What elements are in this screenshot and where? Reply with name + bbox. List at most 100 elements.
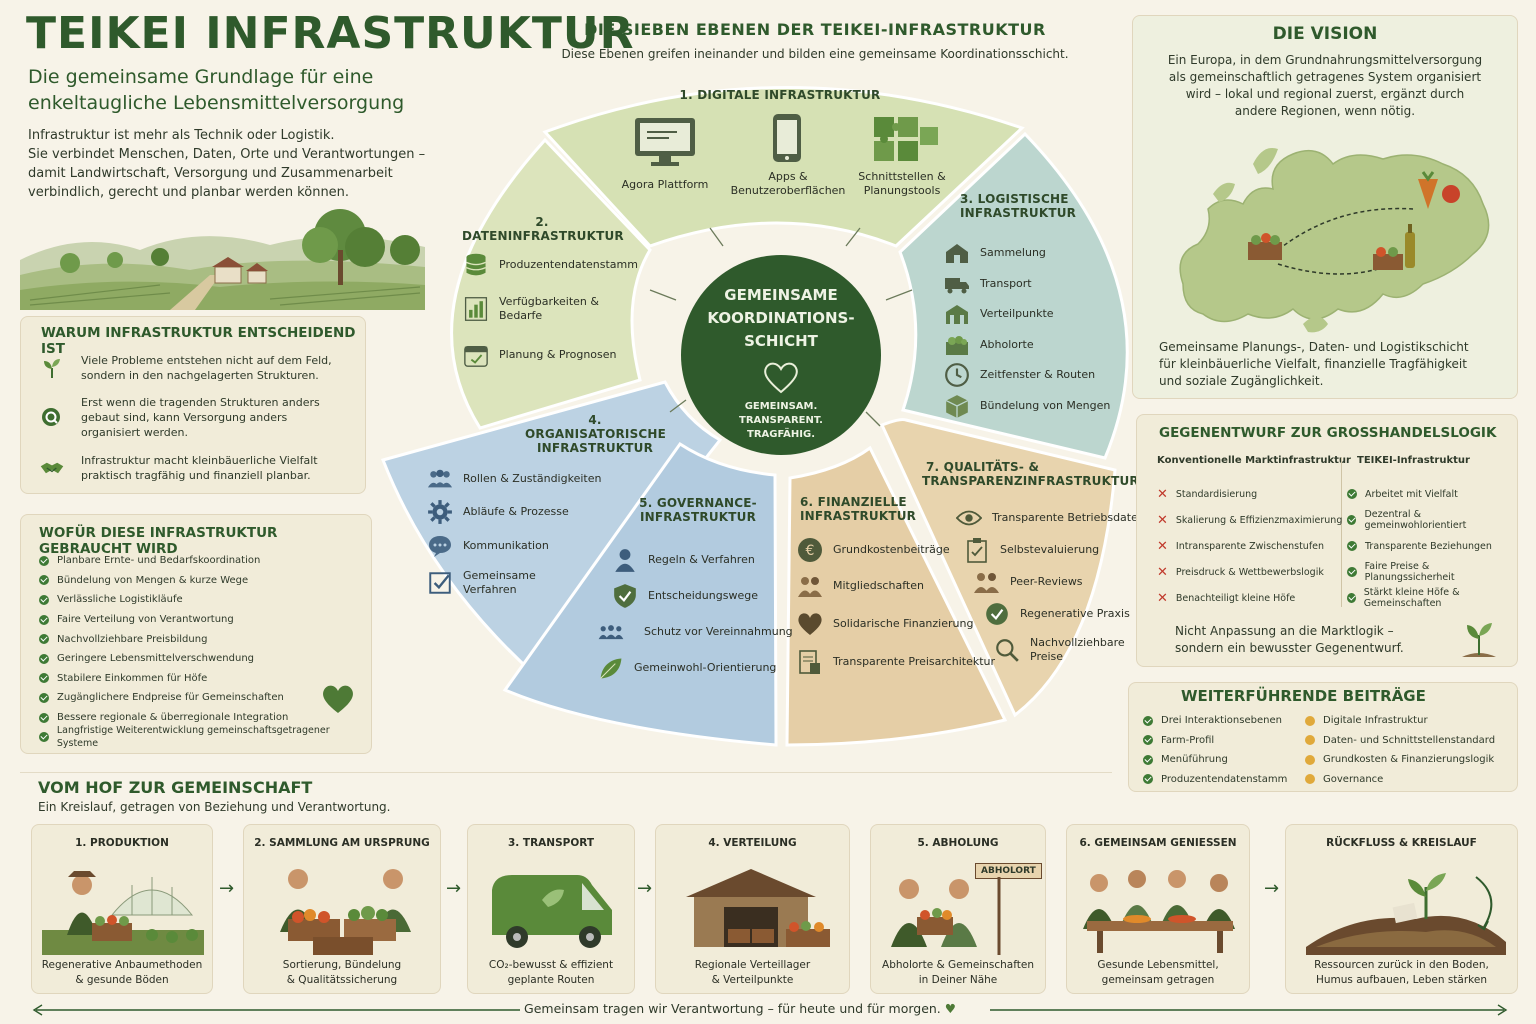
level-item-label: Verfügbarkeiten &Bedarfe	[499, 295, 599, 323]
x-icon: ✕	[1157, 538, 1168, 554]
why-text: gebaut sind, kann Versorgung anders	[81, 411, 288, 424]
uses-item: Geringere Lebensmittelverschwendung	[39, 649, 369, 669]
level-item-label: Verteilpunkte	[980, 307, 1054, 321]
shield-icon	[614, 584, 636, 608]
further-link[interactable]: Menüführung	[1143, 750, 1287, 770]
uses-panel: WOFÜR DIESE INFRASTRUKTUR GEBRAUCHT WIRD…	[20, 514, 372, 754]
further-link-label: Drei Interaktionsebenen	[1161, 715, 1282, 727]
flow-step-title: 6. GEMEINSAM GENIESSEN	[1079, 837, 1237, 849]
level-item: Bündelung von Mengen	[944, 391, 1110, 422]
europe-map	[1179, 148, 1490, 333]
caption-line: Regenerative Anbaumethoden	[41, 959, 203, 971]
flow-step-caption: Gesunde Lebensmittel,gemeinsam getragen	[1067, 958, 1249, 988]
flow-subtitle: Ein Kreislauf, getragen von Beziehung un…	[38, 800, 391, 814]
level-item: Kommunikation	[427, 529, 601, 563]
further-link-label: Digitale Infrastruktur	[1323, 715, 1428, 727]
check-icon	[39, 594, 49, 605]
further-link[interactable]: Daten- und Schnittstellenstandard	[1305, 731, 1495, 751]
check-icon	[39, 653, 49, 664]
group-icon	[598, 625, 624, 640]
level-item: Entscheidungswege	[612, 578, 793, 614]
caption-line: Humus aufbauen, Leben stärken	[1316, 974, 1487, 986]
counter-right-item: Stärkt kleine Höfe & Gemeinschaften	[1347, 585, 1517, 611]
check-icon	[39, 673, 49, 684]
level-title: 3. LOGISTISCHE INFRASTRUKTUR	[960, 192, 1110, 220]
clipboard-icon	[967, 538, 987, 563]
segment-governance	[502, 441, 778, 747]
flow-step: RÜCKFLUSS & KREISLAUF Ressourcen zurück …	[1285, 824, 1518, 994]
financial-list: €Grundkostenbeiträge Mitgliedschaften So…	[797, 532, 995, 680]
vision-bottom-line: für kleinbäuerliche Vielfalt, finanziell…	[1159, 357, 1467, 371]
flow-step-title: 4. VERTEILUNG	[708, 837, 797, 849]
flow-step-caption: Regionale Verteillager& Verteilpunkte	[656, 958, 849, 988]
counter-right-item: Faire Preise & Planungssicherheit	[1347, 559, 1517, 585]
level-item: Verteilpunkte	[944, 299, 1110, 330]
vision-bottom: Gemeinsame Planungs-, Daten- und Logisti…	[1159, 339, 1469, 390]
pickup-sign: ABHOLORT	[975, 863, 1042, 879]
check-icon	[1347, 489, 1357, 499]
quality-list: Transparente Betriebsdaten Selbstevaluie…	[956, 502, 1145, 670]
further-panel: WEITERFÜHRENDE BEITRÄGE Drei Interaktion…	[1128, 682, 1518, 792]
caption-line: Sortierung, Bündelung	[282, 959, 402, 971]
center-line: GEMEINSAME	[724, 286, 838, 304]
uses-item: Nachvollziehbare Preisbildung	[39, 629, 369, 649]
intro-line: verbindlich, gerecht und planbar werden …	[28, 185, 350, 200]
bar-chart-icon	[464, 297, 488, 321]
counter-panel: GEGENENTWURF ZUR GROSSHANDELSLOGIK Konve…	[1136, 414, 1518, 667]
vision-title: DIE VISION	[1272, 24, 1378, 44]
uses-item: Faire Verteilung von Verantwortung	[39, 610, 369, 630]
check-icon	[1143, 715, 1153, 726]
why-item: Viele Probleme entstehen nicht auf dem F…	[39, 353, 332, 383]
segment-logistics	[898, 131, 1129, 460]
vision-panel: DIE VISION Ein Europa, in dem Grundnahru…	[1132, 15, 1518, 399]
level-item-label: Regeln & Verfahren	[648, 553, 755, 566]
why-text: sondern in den nachgelagerten Strukturen…	[81, 369, 319, 382]
magnifier-icon	[996, 639, 1019, 662]
level-title-line: 5. GOVERNANCE-	[639, 496, 757, 510]
page-title: TEIKEI INFRASTRUKTUR	[26, 8, 635, 59]
center-line: SCHICHT	[744, 332, 818, 350]
vision-line: als gemeinschaftlich getragenes System o…	[1168, 70, 1482, 84]
further-link[interactable]: Grundkosten & Finanzierungslogik	[1305, 750, 1495, 770]
counter-right-label: Dezentral & gemeinwohlorientiert	[1364, 509, 1467, 531]
level-item: Abholorte	[944, 330, 1110, 361]
further-link[interactable]: Drei Interaktionsebenen	[1143, 711, 1287, 731]
why-title: WARUM INFRASTRUKTUR ENTSCHEIDEND IST	[41, 325, 356, 357]
x-icon: ✕	[1157, 486, 1168, 502]
counter-title: GEGENENTWURF ZUR GROSSHANDELSLOGIK	[1159, 425, 1497, 441]
level-title-line: INFRASTRUKTUR	[639, 510, 757, 524]
uses-item: Bündelung von Mengen & kurze Wege	[39, 571, 369, 591]
why-item: Erst wenn die tragenden Strukturen ander…	[39, 395, 320, 440]
level-item-line: Nachvollziehbare	[1030, 636, 1125, 649]
further-link[interactable]: Digitale Infrastruktur	[1305, 711, 1495, 731]
level-item: Transparente Betriebsdaten	[956, 502, 1145, 534]
level-item-line: Schnittstellen &	[858, 170, 946, 183]
level-item: Schnittstellen &Planungstools	[852, 170, 952, 198]
segment-data	[450, 137, 652, 430]
uses-item: Langfristige Weiterentwicklung gemeinsch…	[39, 725, 369, 750]
further-link-label: Grundkosten & Finanzierungslogik	[1323, 754, 1495, 766]
crate-icon	[946, 335, 968, 355]
vision-line: Ein Europa, in dem Grundnahrungsmittelve…	[1167, 53, 1483, 67]
counter-left-item: ✕Benachteiligt kleine Höfe	[1157, 585, 1342, 611]
uses-item-label: Langfristige Weiterentwicklung gemeinsch…	[56, 725, 330, 750]
subtitle-line: enkeltaugliche Lebensmittelversorgung	[28, 92, 405, 114]
euro-icon: €	[798, 538, 822, 562]
farmer-illustration	[42, 871, 204, 955]
center-heart-icon	[764, 362, 798, 394]
level-item: Peer-Reviews	[974, 566, 1145, 598]
level-item-label: Schutz vor Vereinnahmung	[644, 625, 793, 638]
level-item: Rollen & Zuständigkeiten	[427, 462, 601, 495]
further-link[interactable]: Governance	[1305, 770, 1495, 790]
why-text: Infrastruktur macht kleinbäuerliche Viel…	[81, 454, 318, 467]
level-item-label: Solidarische Finanzierung	[833, 617, 974, 630]
counter-right-label: Stärkt kleine Höfe & Gemeinschaften	[1363, 587, 1460, 609]
further-link[interactable]: Produzentendatenstamm	[1143, 770, 1287, 790]
further-link[interactable]: Farm-Profil	[1143, 731, 1287, 751]
arrow-right-icon: →	[637, 878, 653, 899]
level-item: Solidarische Finanzierung	[797, 604, 995, 644]
